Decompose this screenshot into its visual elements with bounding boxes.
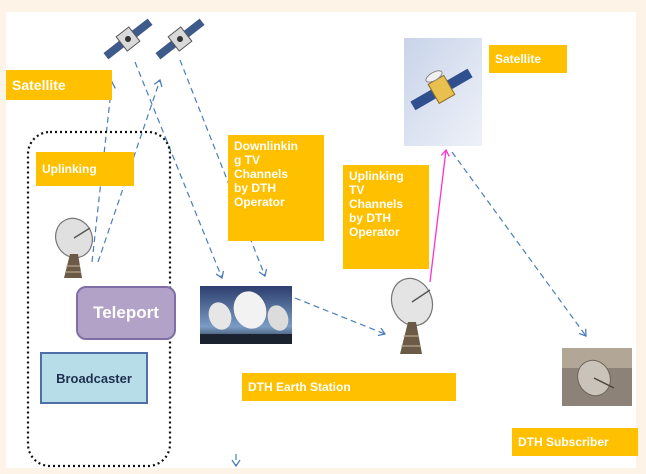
satellite-photo (404, 38, 482, 146)
earth-station-label: DTH Earth Station (242, 373, 456, 401)
downlink-arrow-a (134, 61, 225, 280)
satellite-icon (155, 18, 205, 60)
uplinking-label: Uplinking (36, 152, 134, 186)
uplink-arrow-right (97, 78, 163, 263)
subscriber-label: DTH Subscriber (512, 428, 638, 456)
satellite-icon (103, 18, 153, 60)
broadcaster-box: Broadcaster (40, 352, 148, 404)
home-dish-photo (562, 348, 632, 406)
satellite-dish-icon (390, 277, 434, 354)
uplink-to-satellite-arrow (429, 148, 450, 283)
teleport-boundary (26, 130, 172, 468)
earth-station-arrow (294, 297, 387, 337)
uplinking-dth-label: Uplinking TV Channels by DTH Operator (343, 165, 429, 269)
teleport-box: Teleport (76, 286, 176, 340)
satellite-label-left: Satellite (6, 70, 112, 100)
downlink-to-subscriber-arrow (451, 151, 587, 337)
satellite-label-right: Satellite (489, 45, 567, 73)
satellite-dish-icon (55, 217, 93, 278)
dish-array-photo (200, 286, 292, 344)
downlinking-label: Downlinkin g TV Channels by DTH Operator (228, 135, 324, 241)
